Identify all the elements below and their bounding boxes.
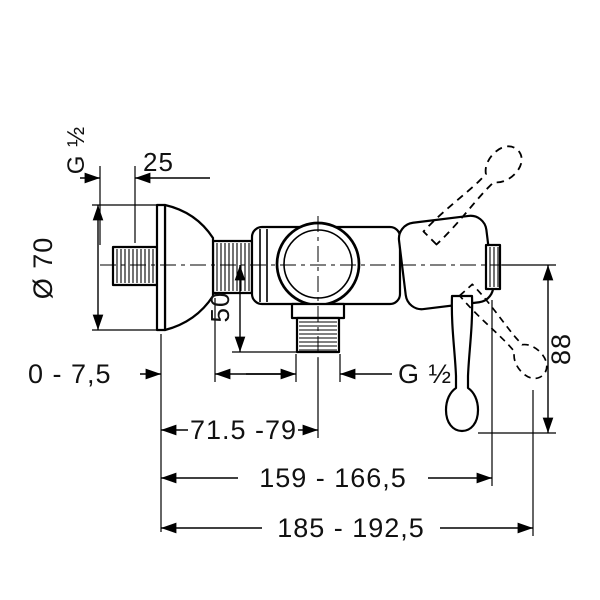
wall-union-right-hatch	[489, 247, 499, 287]
dim-label-top-thread: G ½	[63, 126, 90, 174]
handle-housing	[397, 214, 495, 311]
escutcheon-rim	[155, 203, 167, 332]
control-circle-outer	[275, 221, 361, 307]
dim-label-center-to-outlet: 50	[205, 292, 235, 323]
dim-label-escutcheon-diameter: Ø 70	[28, 237, 58, 300]
dim-label-outlet-thread: G ½	[398, 359, 452, 389]
dim-label-handle-depth: 159 - 166,5	[259, 463, 407, 493]
dim-label-total-depth: 185 - 192,5	[277, 513, 425, 543]
dim-label-handle-height: 88	[546, 333, 576, 365]
dim-label-wall-adjustment: 0 - 7,5	[28, 359, 112, 389]
inlet-nipple	[111, 245, 159, 287]
escutcheon-cone	[163, 203, 215, 332]
dim-label-outlet-depth: 71.5 -79	[190, 415, 297, 445]
inlet-nipple-hatch	[116, 249, 154, 283]
dim-label-inlet-offset: 25	[143, 147, 174, 177]
